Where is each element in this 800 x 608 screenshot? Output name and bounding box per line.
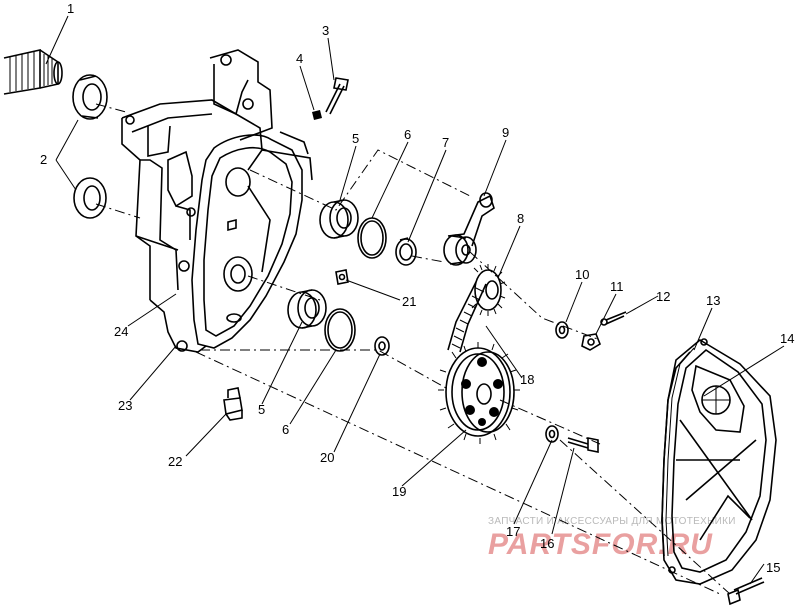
callout-label: 12 bbox=[656, 289, 670, 304]
part-seal-upper bbox=[72, 74, 108, 120]
callout-label: 5 bbox=[352, 131, 359, 146]
callout-label: 8 bbox=[517, 211, 524, 226]
callout-label: 20 bbox=[320, 450, 334, 465]
callout-label: 9 bbox=[502, 125, 509, 140]
callout-label: 24 bbox=[114, 324, 128, 339]
part-bolt-16 bbox=[567, 437, 599, 453]
callout-label: 19 bbox=[392, 484, 406, 499]
callout-label: 10 bbox=[575, 267, 589, 282]
part-chain-18 bbox=[447, 281, 487, 353]
callout-label: 1 bbox=[67, 1, 74, 16]
part-bearing-upper bbox=[319, 199, 359, 239]
part-bearing-lower bbox=[287, 289, 327, 329]
part-nut-21 bbox=[335, 269, 349, 285]
part-nut-4 bbox=[312, 110, 322, 120]
part-tensioner-9 bbox=[443, 192, 495, 266]
callout-label: 13 bbox=[706, 293, 720, 308]
part-washer-17 bbox=[545, 425, 559, 443]
callout-label: 15 bbox=[766, 560, 780, 575]
part-input-shaft bbox=[3, 49, 63, 95]
part-o-ring-lower bbox=[324, 308, 356, 352]
callout-label: 21 bbox=[402, 294, 416, 309]
part-washer-10 bbox=[555, 321, 569, 339]
callout-label: 3 bbox=[322, 23, 329, 38]
callout-label: 23 bbox=[118, 398, 132, 413]
part-cotter-pin-12 bbox=[600, 311, 627, 326]
callout-labels: 1 2 3 4 5 6 7 9 8 10 11 12 13 14 21 24 2… bbox=[40, 1, 794, 575]
watermark-brand: PARTSFOR.RU bbox=[488, 528, 713, 561]
part-drain-plug-22 bbox=[223, 387, 243, 421]
callout-label: 6 bbox=[404, 127, 411, 142]
watermark-tagline: ЗАПЧАСТИ И АКСЕССУАРЫ ДЛЯ МОТОТЕХНИКИ bbox=[488, 516, 736, 527]
part-gasket-13 bbox=[661, 347, 695, 557]
part-gear-case bbox=[121, 49, 313, 353]
callout-label: 11 bbox=[610, 279, 624, 294]
callout-label: 17 bbox=[506, 524, 520, 539]
callout-label: 16 bbox=[540, 536, 554, 551]
callout-label: 7 bbox=[442, 135, 449, 150]
callout-label: 6 bbox=[282, 422, 289, 437]
callout-label: 18 bbox=[520, 372, 534, 387]
alignment-axes bbox=[95, 103, 731, 595]
leader-lines bbox=[45, 15, 785, 585]
watermark: ЗАПЧАСТИ И АКСЕССУАРЫ ДЛЯ МОТОТЕХНИКИ PA… bbox=[488, 516, 736, 561]
callout-label: 4 bbox=[296, 51, 303, 66]
callout-label: 14 bbox=[780, 331, 794, 346]
part-bolt-3 bbox=[325, 77, 349, 115]
part-cover-14 bbox=[661, 338, 777, 585]
callout-label: 22 bbox=[168, 454, 182, 469]
callout-label: 2 bbox=[40, 152, 47, 167]
part-sprocket-8 bbox=[471, 264, 506, 316]
part-o-ring-upper bbox=[357, 217, 387, 259]
part-washer-20 bbox=[374, 336, 390, 356]
part-nut-11 bbox=[581, 333, 601, 351]
callout-label: 5 bbox=[258, 402, 265, 417]
part-seal-lower bbox=[73, 177, 107, 219]
part-spacer-7 bbox=[395, 237, 417, 266]
part-sprocket-19 bbox=[438, 342, 520, 444]
part-bolt-15 bbox=[727, 577, 765, 606]
